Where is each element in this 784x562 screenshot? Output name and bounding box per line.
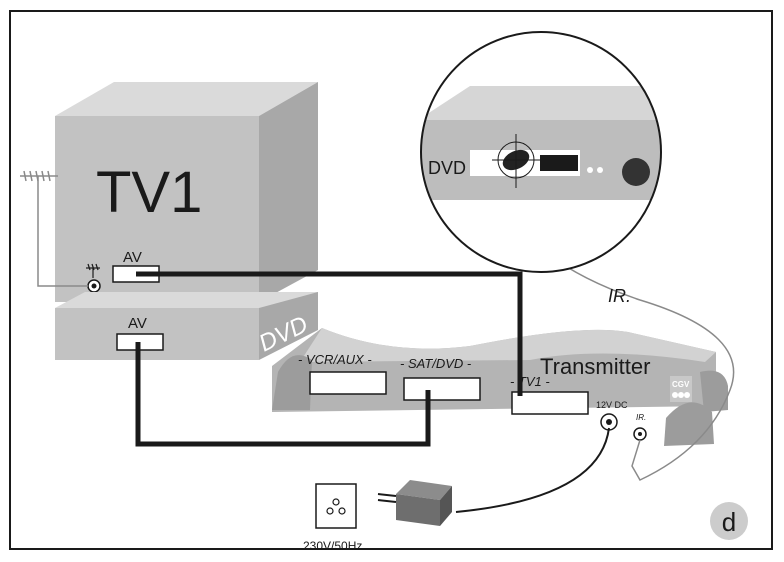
antenna-cable <box>37 176 88 287</box>
tv-side <box>259 82 318 302</box>
tv-top <box>55 82 318 116</box>
sat-dvd-label: - SAT/DVD - <box>400 356 472 371</box>
power-adapter <box>377 480 452 526</box>
dvd-top <box>55 292 318 308</box>
power-label: 230V/50Hz <box>303 539 362 553</box>
brand-logo: CGV <box>670 376 692 402</box>
dc-port-label: 12V DC <box>596 400 628 410</box>
ir-cable-label: IR. <box>608 286 631 306</box>
tv-unit: TV1 AV <box>55 82 318 302</box>
tv-antenna-socket[interactable] <box>87 279 101 293</box>
ir-port-label: IR. <box>636 413 646 422</box>
dc-power-cable <box>455 427 610 513</box>
vcr-aux-scart-port[interactable] <box>309 371 387 395</box>
sat-dvd-scart-port[interactable] <box>403 377 481 401</box>
ir-socket[interactable] <box>633 427 647 441</box>
tv-to-transmitter-cable <box>136 271 523 396</box>
inset-display-segment <box>540 155 578 171</box>
antenna-symbol-icon <box>86 263 100 278</box>
dvd-to-transmitter-cable <box>135 342 431 447</box>
dvd-side <box>259 292 318 360</box>
dvd-player-unit: DVD AV <box>55 292 318 360</box>
transmitter-foot-right <box>664 402 714 446</box>
wall-socket <box>315 483 357 529</box>
inset-dvd-label: DVD <box>428 158 466 178</box>
roof-antenna-icon <box>20 170 88 287</box>
inset-border <box>420 31 662 273</box>
dvd-av-label: AV <box>128 315 147 332</box>
transmitter-label: Transmitter <box>540 354 650 379</box>
inset-dvd-top <box>421 86 661 120</box>
vcr-aux-label: - VCR/AUX - <box>298 352 372 367</box>
magnified-inset: DVD <box>420 31 662 273</box>
crosshair-icon <box>492 134 540 188</box>
transmitter-foot-left <box>272 355 312 410</box>
transmitter-foot-back <box>700 370 728 412</box>
tv-av-label: AV <box>123 249 142 266</box>
dc-power-socket[interactable] <box>600 413 618 431</box>
tv-label: TV1 <box>96 160 202 225</box>
brand-logo-text: CGV <box>672 380 690 389</box>
tv1-scart-port[interactable] <box>511 391 589 415</box>
panel-letter: d <box>722 507 736 537</box>
inset-power-button <box>622 158 650 186</box>
transmitter-unit: - VCR/AUX - - SAT/DVD - - TV1 - Transmit… <box>272 328 728 446</box>
transmitter-top <box>300 328 716 362</box>
panel-letter-badge <box>710 502 748 540</box>
